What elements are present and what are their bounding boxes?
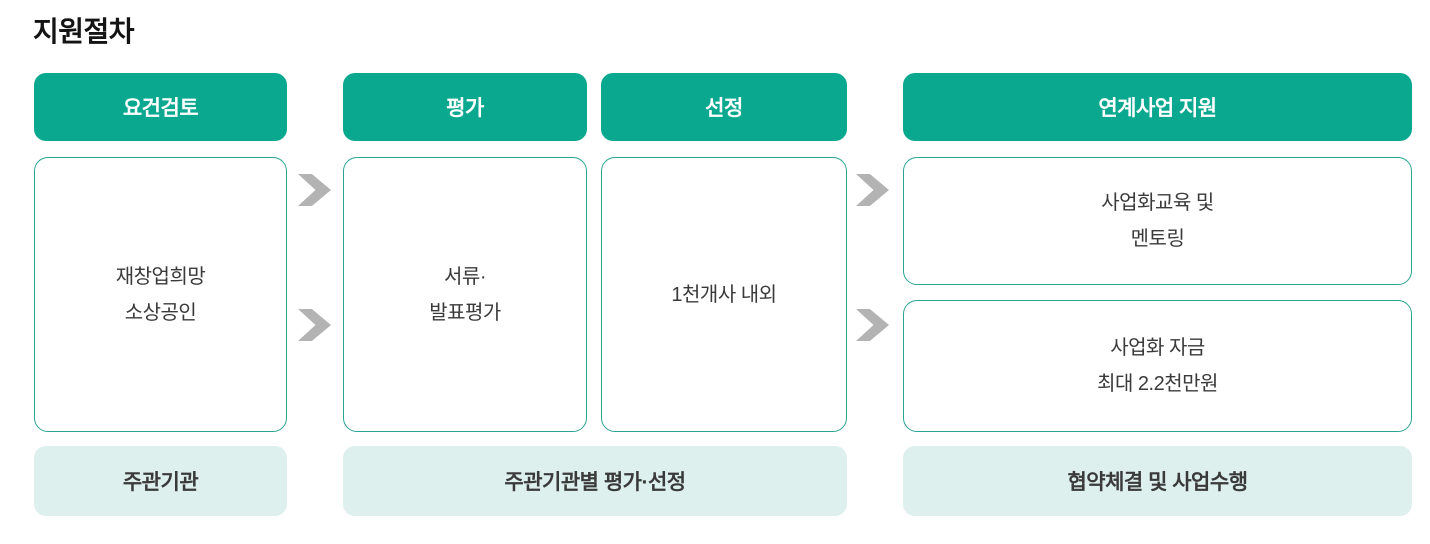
chevron-right-icon — [298, 174, 331, 206]
step-header-linked-support: 연계사업 지원 — [903, 73, 1412, 141]
chevron-right-icon — [856, 174, 889, 206]
chevron-right-icon — [298, 309, 331, 341]
step-header-evaluation: 평가 — [343, 73, 587, 141]
footer-host-organization: 주관기관 — [34, 446, 287, 516]
step-header-selection: 선정 — [601, 73, 847, 141]
step-body-evaluation: 서류· 발표평가 — [343, 157, 587, 432]
step-header-requirements: 요건검토 — [34, 73, 287, 141]
step-body-linked-support-funding: 사업화 자금 최대 2.2천만원 — [903, 300, 1412, 432]
footer-agreement-execution: 협약체결 및 사업수행 — [903, 446, 1412, 516]
body-line: 멘토링 — [1130, 228, 1185, 250]
body-line: 1천개사 내외 — [671, 283, 777, 306]
body-line: 서류· — [444, 265, 486, 288]
page-title: 지원절차 — [33, 16, 135, 47]
body-line: 발표평가 — [429, 301, 501, 324]
body-line: 재창업희망 — [115, 265, 206, 288]
step-body-linked-support-education: 사업화교육 및 멘토링 — [903, 157, 1412, 285]
step-body-selection: 1천개사 내외 — [601, 157, 847, 432]
chevron-right-icon — [856, 309, 889, 341]
body-line: 사업화교육 및 — [1101, 192, 1214, 214]
body-line: 최대 2.2천만원 — [1097, 373, 1218, 395]
body-line: 소상공인 — [124, 301, 197, 324]
footer-evaluation-selection: 주관기관별 평가·선정 — [343, 446, 847, 516]
step-body-requirements: 재창업희망 소상공인 — [34, 157, 287, 432]
body-line: 사업화 자금 — [1110, 337, 1205, 359]
